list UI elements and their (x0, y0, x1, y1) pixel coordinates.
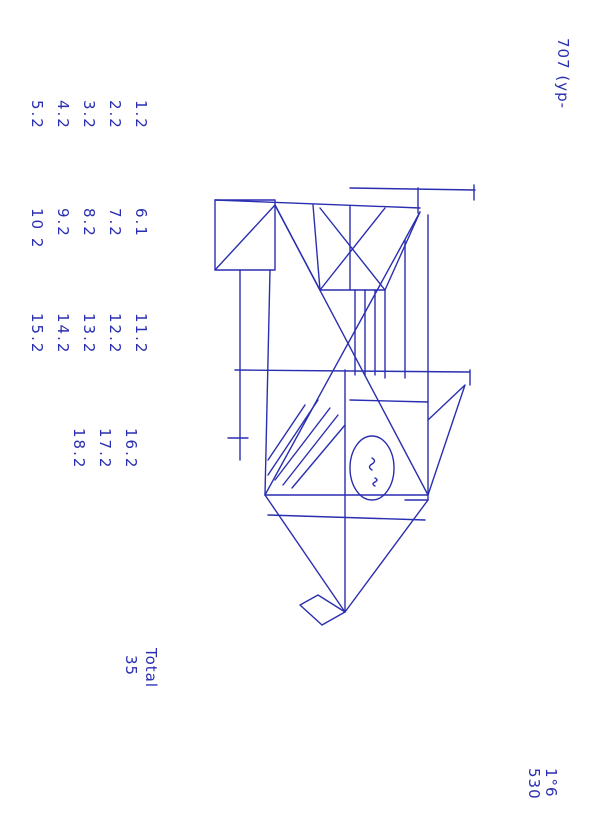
sketch-stroke (215, 205, 275, 270)
sketch-stroke (300, 595, 345, 625)
sketch-stroke (292, 425, 345, 488)
footer-line-2: 530 (525, 768, 543, 800)
sketch-stroke (428, 385, 465, 495)
footer-line-1: 1°6 (542, 768, 560, 798)
sketch-stroke (385, 212, 420, 290)
sketch-stroke (275, 408, 330, 480)
sketch-stroke (350, 188, 475, 190)
total-value: 35 (122, 655, 140, 676)
sketch-oval (350, 436, 394, 500)
sketch-stroke (313, 205, 320, 290)
total-label: Total (142, 648, 160, 688)
sketch-stroke (370, 458, 375, 470)
sketch-stroke (373, 478, 377, 486)
sketch-stroke (265, 212, 420, 495)
sketch-stroke (265, 270, 270, 495)
sketch-stroke (350, 400, 428, 402)
sketch-stroke (268, 515, 425, 520)
sketch-stroke (235, 370, 470, 372)
sketch-stroke (215, 200, 420, 208)
sketch-stroke (268, 400, 318, 475)
sketch-stroke (265, 495, 428, 612)
